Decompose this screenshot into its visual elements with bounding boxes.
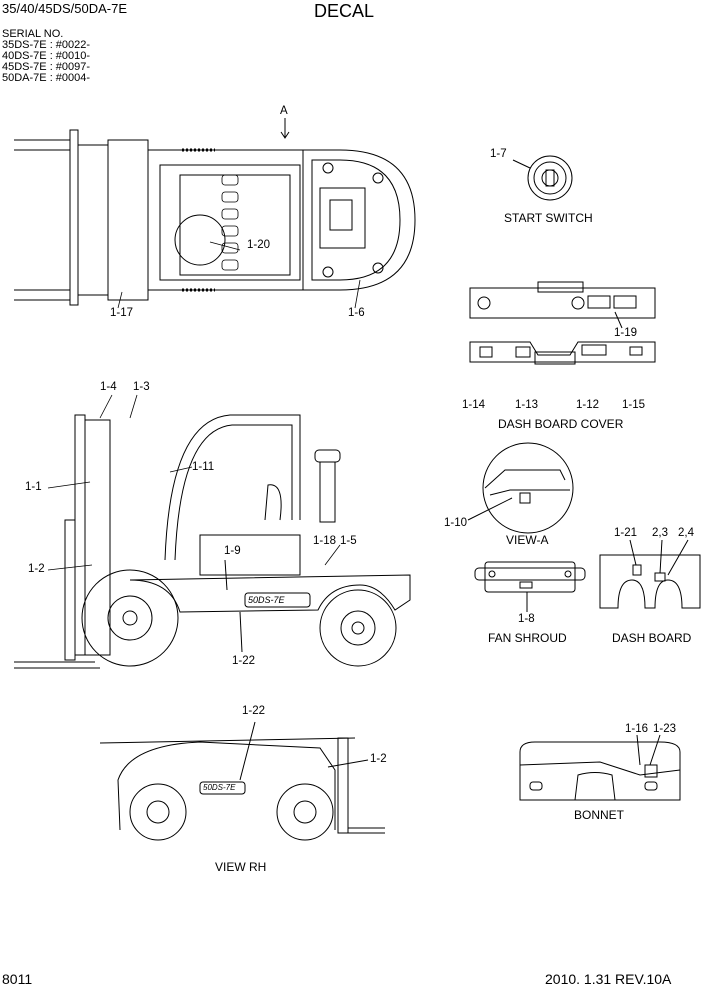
label-1-22: 1-22 xyxy=(232,655,256,667)
label-1-8: 1-8 xyxy=(518,613,535,625)
leader-lines xyxy=(47,241,361,571)
label-1-2-rh: 1-2 xyxy=(370,753,387,765)
label-1-7: 1-7 xyxy=(490,148,507,160)
label-1-18: 1-18 xyxy=(313,535,337,547)
label-1-1: 1-1 xyxy=(25,481,42,493)
label-1-17: 1-17 xyxy=(110,307,134,319)
label-1-23: 1-23 xyxy=(653,723,677,735)
serial-line: 50DA-7E : #0004- xyxy=(2,72,91,84)
label-1-10: 1-10 xyxy=(444,517,468,529)
side-view-drawing xyxy=(14,414,411,669)
label-1-12: 1-12 xyxy=(576,399,600,411)
label-1-21: 1-21 xyxy=(614,527,638,539)
serial-line: 45DS-7E : #0097- xyxy=(2,61,91,73)
start-switch-drawing xyxy=(512,155,573,201)
serial-line: 35DS-7E : #0022- xyxy=(2,39,91,51)
revision-date: 2010. 1.31 REV.10A xyxy=(545,971,672,987)
label-1-11: 1-11 xyxy=(192,461,215,473)
page-number: 8011 xyxy=(2,971,33,987)
dash-board-cover-caption: DASH BOARD COVER xyxy=(498,417,624,431)
label-2-3: 2,3 xyxy=(652,527,668,539)
view-a-drawing xyxy=(467,442,574,534)
serial-line: 40DS-7E : #0010- xyxy=(2,50,91,62)
label-1-22-rh: 1-22 xyxy=(242,705,266,717)
start-switch-caption: START SWITCH xyxy=(504,211,593,225)
page-title: DECAL xyxy=(314,1,375,21)
fan-shroud-caption: FAN SHROUD xyxy=(488,631,567,645)
dash-board-drawing xyxy=(599,539,701,609)
view-rh-caption: VIEW RH xyxy=(215,860,267,874)
view-a-marker: A xyxy=(280,105,288,117)
bonnet-drawing xyxy=(519,734,681,801)
model-badge: 50DS-7E xyxy=(248,595,285,605)
label-1-2: 1-2 xyxy=(28,563,45,575)
label-1-4: 1-4 xyxy=(100,381,117,393)
model-heading: 35/40/45DS/50DA-7E xyxy=(2,1,128,16)
label-1-15: 1-15 xyxy=(622,399,646,411)
dash-board-caption: DASH BOARD xyxy=(612,631,692,645)
label-1-5: 1-5 xyxy=(340,535,357,547)
label-1-14: 1-14 xyxy=(462,399,486,411)
label-1-3: 1-3 xyxy=(133,381,150,393)
view-a-caption: VIEW-A xyxy=(506,533,549,547)
model-badge-rh: 50DS-7E xyxy=(203,783,236,792)
label-1-19: 1-19 xyxy=(614,327,638,339)
label-1-13: 1-13 xyxy=(515,399,539,411)
label-2-4: 2,4 xyxy=(678,527,694,539)
label-1-20: 1-20 xyxy=(247,239,271,251)
label-1-9: 1-9 xyxy=(224,545,241,557)
serial-heading: SERIAL NO. xyxy=(2,28,64,40)
top-view-drawing xyxy=(14,118,416,306)
bonnet-caption: BONNET xyxy=(574,808,625,822)
label-1-16: 1-16 xyxy=(625,723,649,735)
dash-panel-drawing xyxy=(469,281,656,329)
fan-shroud-drawing xyxy=(474,561,586,612)
view-rh-drawing xyxy=(99,721,385,841)
dash-board-cover-drawing xyxy=(469,341,656,365)
label-1-6: 1-6 xyxy=(348,307,365,319)
